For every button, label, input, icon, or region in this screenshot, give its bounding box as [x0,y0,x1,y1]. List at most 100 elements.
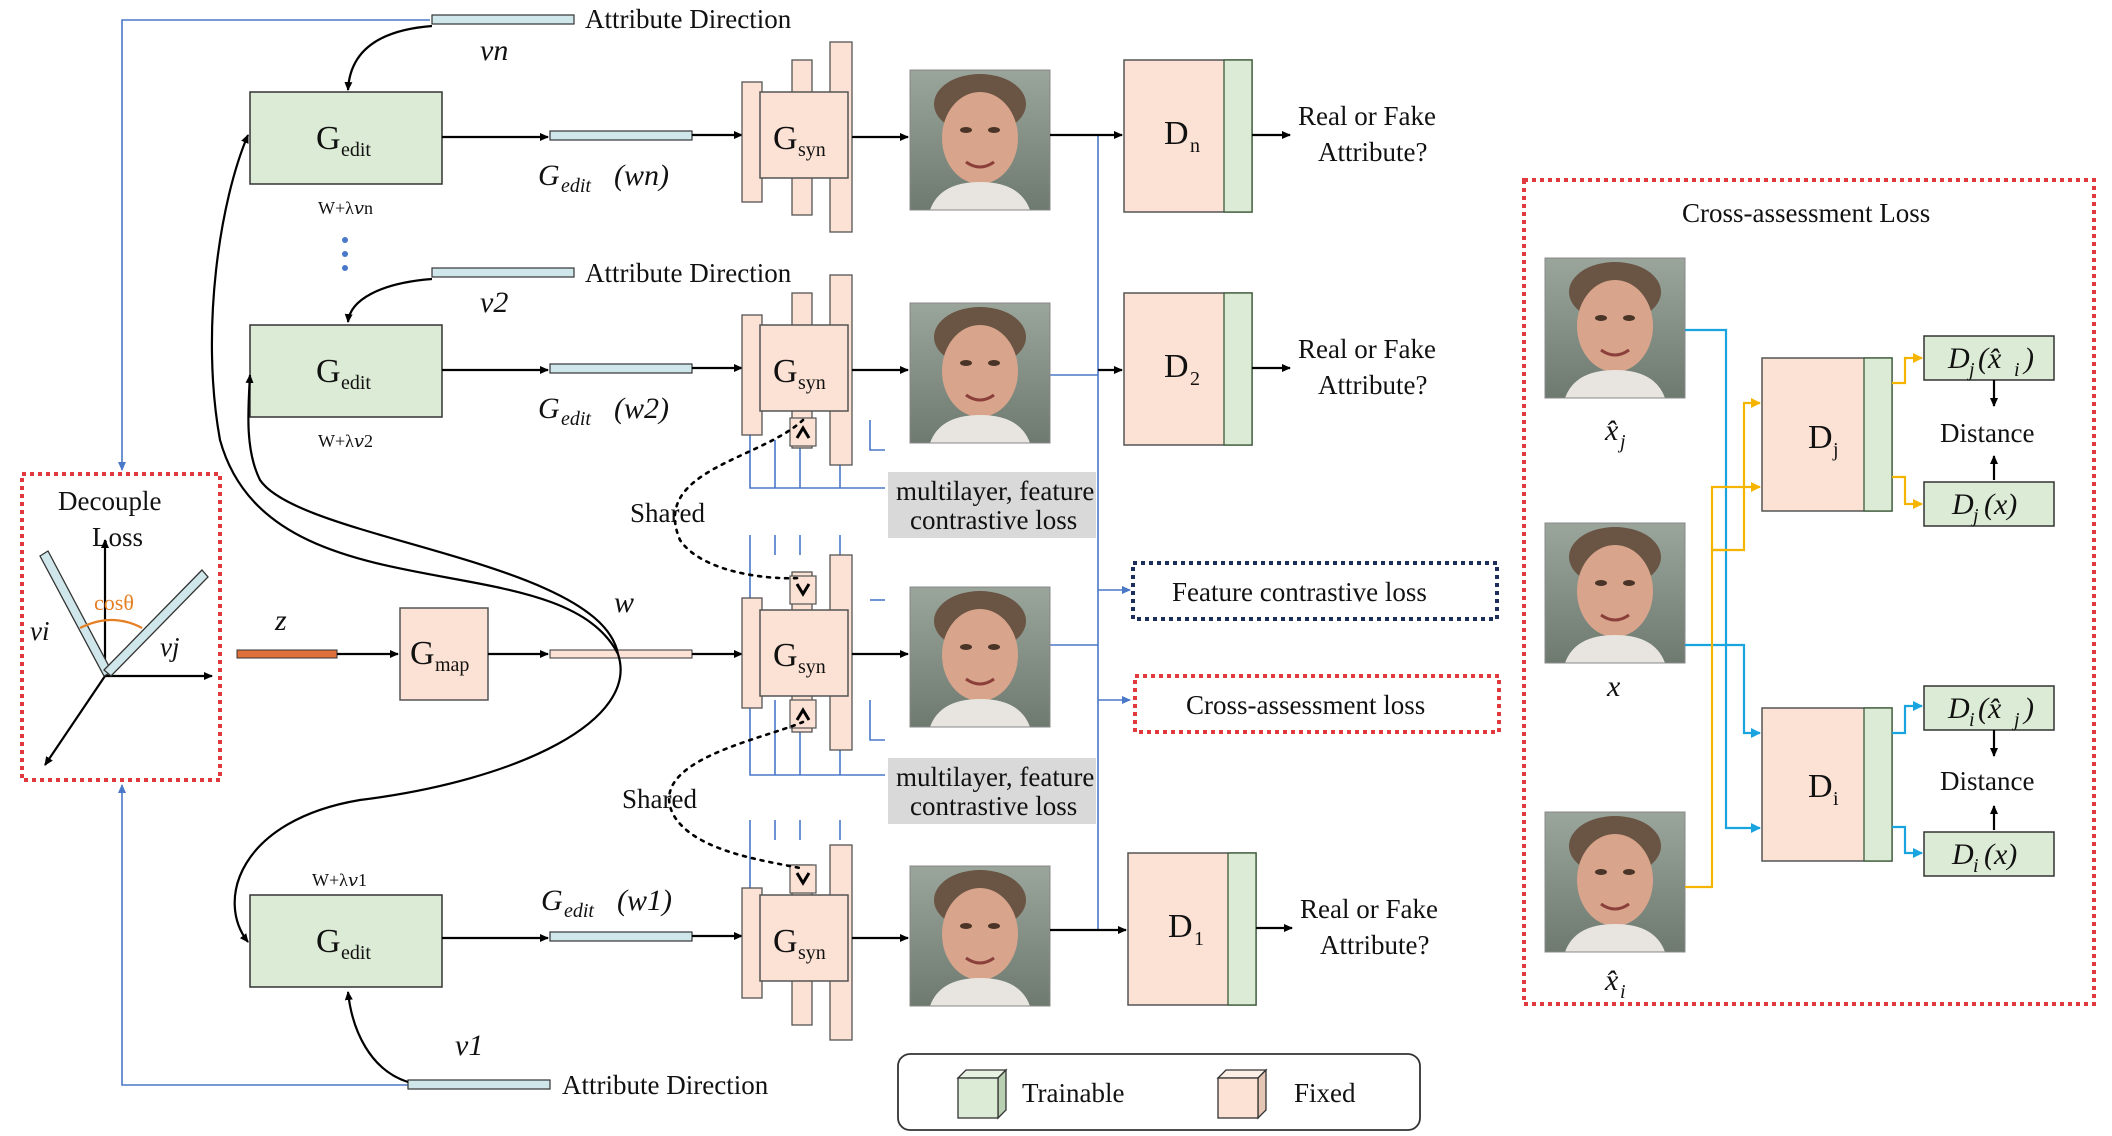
svg-text:v2: v2 [480,286,508,319]
svg-text:syn: syn [798,139,826,161]
svg-text:vj: vj [160,632,180,662]
svg-text:Distance: Distance [1940,418,2034,448]
svg-text:G: G [773,120,798,157]
svg-text:z: z [274,604,287,637]
svg-text:1: 1 [1194,928,1204,950]
svg-text:G: G [316,923,341,960]
svg-text:D: D [1164,115,1189,152]
gedit-block-2: G edit W+λ𝑣2 [249,324,443,451]
svg-text:G: G [316,353,341,390]
legend: Trainable Fixed [897,1053,1421,1131]
svg-text:v1: v1 [455,1029,483,1062]
gsyn-stack-2: G syn [741,274,909,466]
svg-text:j: j [1966,359,1975,381]
gsyn-stack-n: G syn [741,41,909,233]
svg-text:Real or Fake: Real or Fake [1298,101,1436,131]
svg-text:w: w [614,586,634,619]
face-image-1 [908,864,1052,1008]
svg-text:(x̂: (x̂ [1978,692,2002,725]
ellipsis-dots [342,237,348,271]
svg-text:G: G [538,159,560,192]
svg-text:(x̂: (x̂ [1978,342,2002,375]
face-xi [1543,810,1687,954]
svg-text:Attribute Direction: Attribute Direction [585,4,792,34]
svg-text:W+λ𝑣n: W+λ𝑣n [318,198,373,218]
svg-text:n: n [1190,135,1200,157]
svg-text:Attribute?: Attribute? [1318,370,1427,400]
gedit-w2-output: G edit (w2) [442,363,743,430]
svg-text:Shared: Shared [622,784,697,814]
svg-text:x: x [1606,670,1621,703]
svg-text:G: G [538,392,560,425]
gedit-block-n: G edit W+λ𝑣n [249,91,443,218]
mfcl-label-top: multilayer, feature contrastive loss [888,472,1096,538]
svg-text:Distance: Distance [1940,766,2034,796]
svg-text:x̂: x̂ [1604,964,1619,997]
svg-text:(x): (x) [1984,488,2017,521]
gmap-block: G map [399,607,489,701]
svg-text:syn: syn [798,656,826,678]
svg-text:D: D [1947,342,1970,375]
mfcl-label-bottom: multilayer, feature contrastive loss [888,758,1096,824]
svg-text:Real or Fake: Real or Fake [1300,894,1438,924]
svg-text:contrastive loss: contrastive loss [910,505,1077,535]
svg-text:vi: vi [30,616,50,646]
svg-text:edit: edit [341,372,371,394]
svg-text:(w2): (w2) [614,392,669,425]
svg-text:syn: syn [798,372,826,394]
z-input: z [236,604,399,659]
svg-text:Attribute?: Attribute? [1318,137,1427,167]
svg-text:Loss: Loss [92,522,143,552]
fixed-cube-icon [1216,1068,1268,1120]
decouple-loss-box: Decouple Loss cosθ vi vj [20,472,222,782]
face-image-w [908,585,1052,729]
trainable-cube-icon [956,1068,1008,1120]
svg-text:vn: vn [480,34,508,67]
svg-text:D: D [1951,838,1974,871]
svg-text:Real or Fake: Real or Fake [1298,334,1436,364]
svg-text:G: G [410,635,435,672]
svg-text:i: i [1620,981,1626,1003]
svg-text:j: j [2011,709,2020,731]
svg-text:Attribute?: Attribute? [1320,930,1429,960]
svg-text:multilayer, feature: multilayer, feature [896,476,1094,506]
svg-text:Attribute Direction: Attribute Direction [562,1070,769,1100]
feature-contrastive-loss-box: Feature contrastive loss [1131,561,1499,621]
svg-text:): ) [2022,342,2034,375]
svg-text:i: i [1969,709,1975,731]
svg-text:D: D [1808,419,1833,456]
svg-text:G: G [773,923,798,960]
svg-text:D: D [1808,768,1833,805]
discriminator-dn: D n Real or Fake Attribute? [1050,59,1436,213]
svg-text:i: i [1973,855,1979,877]
svg-text:Trainable: Trainable [1022,1078,1125,1108]
svg-text:D: D [1164,348,1189,385]
svg-text:(wn): (wn) [614,159,669,192]
svg-text:edit: edit [561,175,591,197]
cross-assessment-loss-box: Cross-assessment loss [1133,674,1501,734]
attribute-vector-vn: Attribute Direction vn [344,4,792,91]
svg-text:D: D [1947,692,1970,725]
svg-text:map: map [435,654,469,676]
svg-text:j: j [1617,431,1626,453]
w-latent: w [210,134,743,943]
face-image-n [908,68,1052,212]
svg-text:D: D [1951,488,1974,521]
gedit-w1-output: G edit (w1) [442,884,743,942]
svg-text:i: i [2014,359,2020,381]
svg-text:G: G [316,120,341,157]
svg-text:G: G [773,637,798,674]
svg-text:multilayer, feature: multilayer, feature [896,762,1094,792]
gedit-wn-output: G edit (wn) [442,130,743,197]
face-x [1543,521,1687,665]
svg-text:Decouple: Decouple [58,486,161,516]
svg-text:edit: edit [341,942,371,964]
svg-text:Fixed: Fixed [1294,1078,1356,1108]
svg-text:2: 2 [1190,368,1200,390]
svg-text:Cross-assessment loss: Cross-assessment loss [1186,690,1425,720]
gsyn-stack-w: G syn [741,554,909,751]
attribute-vector-v1: Attribute Direction v1 [344,991,769,1100]
svg-text:j: j [1832,439,1839,461]
